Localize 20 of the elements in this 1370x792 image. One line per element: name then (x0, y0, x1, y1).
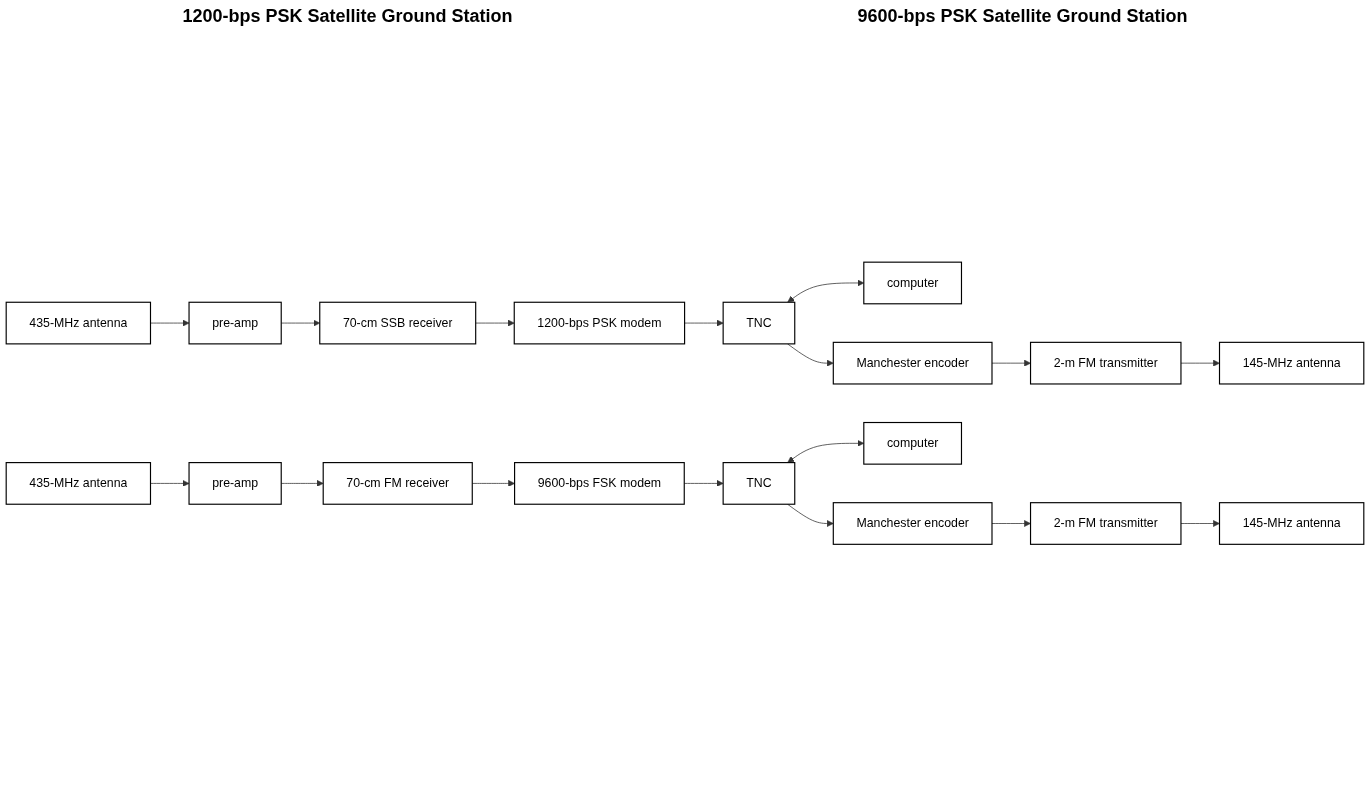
node-box: 2-m FM transmitter (1029, 501, 1182, 545)
node-box: 145-MHz antenna (1218, 341, 1365, 385)
node-box: 9600-bps FSK modem (514, 461, 685, 505)
node-box: Manchester encoder (832, 501, 993, 545)
node-box: pre-amp (188, 461, 282, 505)
node-box: Manchester encoder (832, 341, 993, 385)
node-box: TNC (722, 461, 796, 505)
node-box: 70-cm FM receiver (322, 461, 473, 505)
node-box: 435-MHz antenna (5, 461, 152, 505)
station-heading: 9600-bps PSK Satellite Ground Station (857, 6, 1188, 27)
node-box: computer (863, 421, 963, 465)
node-box: pre-amp (188, 301, 282, 345)
node-box: 2-m FM transmitter (1029, 341, 1182, 385)
node-box: computer (863, 261, 963, 305)
station-heading: 1200-bps PSK Satellite Ground Station (182, 6, 513, 27)
node-box: 145-MHz antenna (1218, 501, 1365, 545)
node-box: 1200-bps PSK modem (513, 301, 686, 345)
node-box: 435-MHz antenna (5, 301, 152, 345)
node-box: TNC (722, 301, 796, 345)
node-box: 70-cm SSB receiver (319, 301, 477, 345)
